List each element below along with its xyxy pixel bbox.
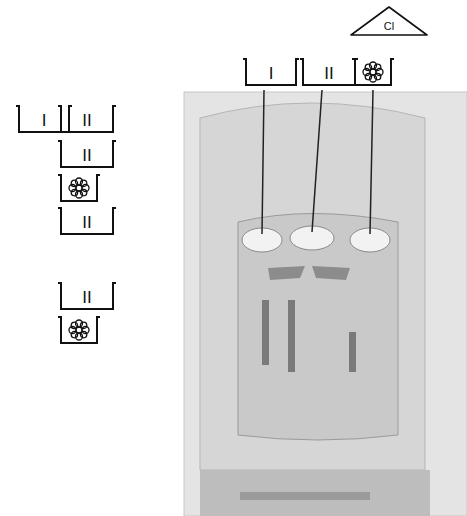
compartment-number: II <box>58 147 116 164</box>
leader-line <box>370 90 373 234</box>
cup-line <box>243 59 299 85</box>
dispenser-cup: II <box>58 140 116 168</box>
warning-triangle: Cl <box>350 6 428 36</box>
cup-line <box>58 141 116 167</box>
compartment-number: II <box>58 112 116 129</box>
softener-cup <box>352 59 394 85</box>
dispenser-cup: II <box>58 105 116 133</box>
compartment-number: I <box>16 112 72 129</box>
compartment-number: II <box>58 214 116 231</box>
cup-line <box>58 283 116 309</box>
leader-lines <box>262 90 373 234</box>
softener-cup <box>58 175 100 201</box>
cup-line <box>58 106 116 132</box>
dispenser-cup: II <box>58 282 116 310</box>
dispenser-cup: II <box>58 207 116 235</box>
compartment-number: I <box>243 65 299 82</box>
softener-symbols <box>58 59 394 343</box>
compartment-number: II <box>58 289 116 306</box>
cup-line <box>16 106 72 132</box>
cup-line <box>300 59 358 85</box>
leader-line <box>312 90 322 232</box>
dispenser-cup: I <box>16 105 72 133</box>
dispenser-cup: I <box>243 58 299 86</box>
triangle-line <box>351 7 427 35</box>
cup-line <box>58 208 116 234</box>
machine-photo <box>184 92 467 516</box>
compartment-number: II <box>300 65 358 82</box>
chemical-symbol: Cl <box>350 21 428 32</box>
dispenser-cup: II <box>300 58 358 86</box>
softener-cup <box>58 317 100 343</box>
leader-line <box>262 90 264 234</box>
